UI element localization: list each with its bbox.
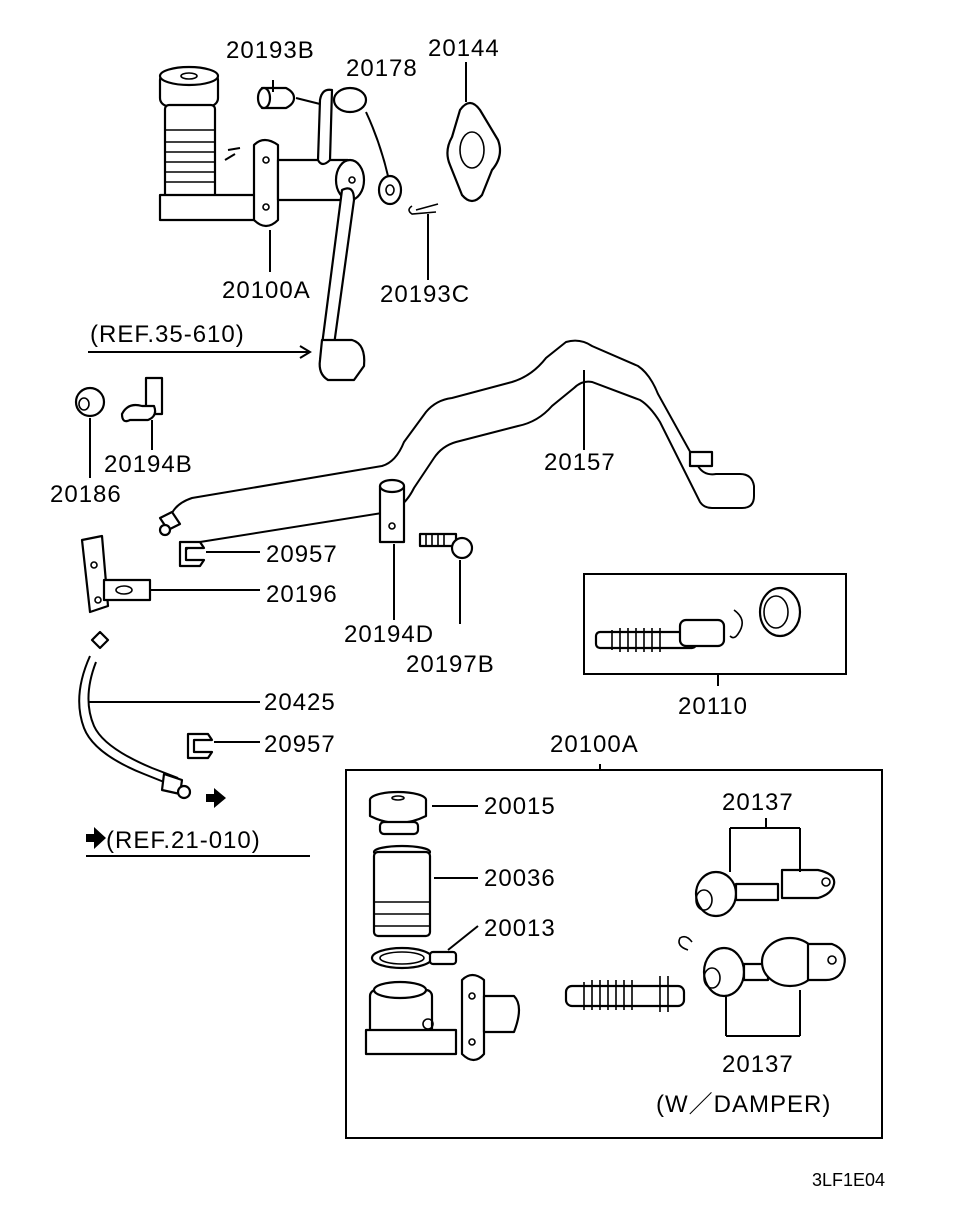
label-20100A-box: 20100A — [550, 731, 639, 758]
label-20178: 20178 — [346, 55, 418, 82]
assembly-box — [345, 769, 883, 1139]
reservoir-cap-20015 — [368, 790, 428, 836]
cotter-pin-20193C — [408, 203, 439, 215]
label-20013: 20013 — [484, 915, 556, 942]
clutch-pedal — [316, 86, 368, 382]
label-20100A-top: 20100A — [222, 277, 311, 304]
hose-20425 — [78, 630, 226, 808]
seal-20013 — [370, 946, 458, 970]
clutch-pipe-20157 — [158, 339, 755, 557]
bolt-20197B — [418, 532, 474, 560]
clip-20194B — [120, 376, 164, 423]
pin-20193B — [256, 86, 296, 110]
label-20194D: 20194D — [344, 621, 434, 648]
label-ref-35-610: (REF.35-610) — [90, 321, 245, 348]
label-20186: 20186 — [50, 481, 122, 508]
repair-kit-box-20110 — [583, 573, 847, 675]
washer-20178 — [377, 174, 403, 206]
push-rod-20137-upper — [694, 868, 836, 918]
label-20196: 20196 — [266, 581, 338, 608]
clip-20957-upper — [178, 540, 206, 568]
clip-20957-lower — [186, 732, 214, 760]
label-20957-upper: 20957 — [266, 541, 338, 568]
label-20194B: 20194B — [104, 451, 193, 478]
label-20193C: 20193C — [380, 281, 470, 308]
ref-arrow-icon — [86, 827, 106, 849]
diagram-code: 3LF1E04 — [812, 1170, 885, 1190]
label-20157: 20157 — [544, 449, 616, 476]
bracket-20196 — [80, 534, 152, 614]
label-20015: 20015 — [484, 793, 556, 820]
label-ref-21-010: (REF.21-010) — [106, 827, 261, 854]
label-20110: 20110 — [678, 693, 748, 720]
gasket-20144 — [446, 101, 502, 203]
label-20197B: 20197B — [406, 651, 495, 678]
push-rod-kit — [564, 976, 686, 1012]
label-20137-lower: 20137 — [722, 1051, 794, 1078]
label-20193B: 20193B — [226, 37, 315, 64]
clip-20194D — [378, 478, 406, 544]
arrow-icon — [206, 788, 226, 808]
bushing-20186 — [74, 386, 106, 418]
label-20957-lower: 20957 — [264, 731, 336, 758]
label-20036: 20036 — [484, 865, 556, 892]
reservoir-20036 — [372, 844, 432, 938]
label-20137-upper: 20137 — [722, 789, 794, 816]
label-20425: 20425 — [264, 689, 336, 716]
label-w-damper: (W／DAMPER) — [656, 1091, 831, 1118]
cylinder-body — [364, 973, 521, 1062]
label-20144: 20144 — [428, 35, 500, 62]
push-rod-20137-lower — [678, 935, 846, 998]
